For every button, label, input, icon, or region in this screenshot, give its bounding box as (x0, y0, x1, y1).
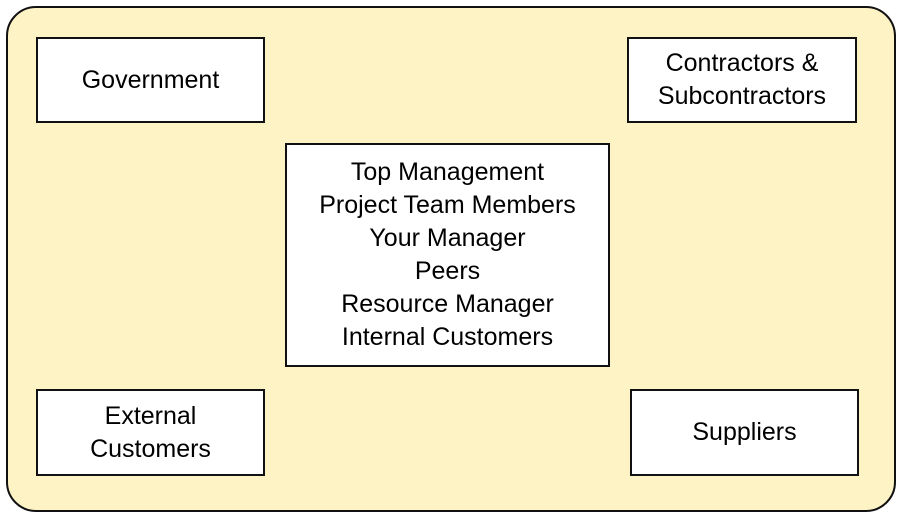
internal-item-resource-manager: Resource Manager (341, 290, 554, 318)
government-label: Government (81, 65, 220, 94)
suppliers-box: Suppliers (630, 389, 859, 476)
contractors-box: Contractors & Subcontractors (627, 37, 857, 123)
internal-item-top-management: Top Management (350, 158, 545, 186)
external-customers-label-line-2: Customers (90, 434, 211, 463)
internal-item-peers: Peers (414, 257, 481, 285)
contractors-label-line-2: Subcontractors (657, 82, 827, 110)
suppliers-label: Suppliers (692, 418, 797, 446)
internal-item-your-manager: Your Manager (369, 224, 526, 252)
external-customers-label-line-1: External (104, 401, 197, 430)
external-customers-box: External Customers (36, 389, 265, 476)
government-box: Government (36, 37, 265, 123)
internal-item-internal-customers: Internal Customers (341, 323, 554, 351)
internal-item-project-team-members: Project Team Members (319, 191, 576, 219)
contractors-label-line-1: Contractors & (665, 49, 819, 77)
internal-stakeholders-box: Top Management Project Team Members Your… (285, 143, 610, 367)
